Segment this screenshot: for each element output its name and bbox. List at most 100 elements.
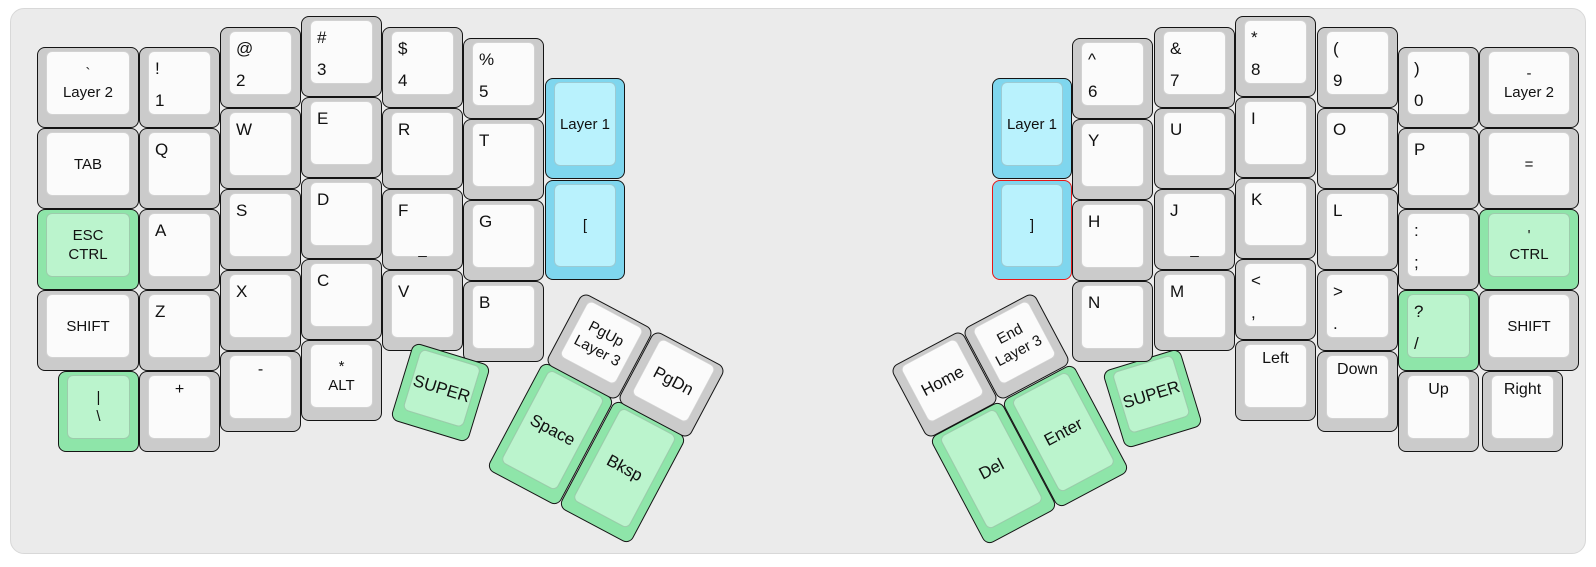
key-label-line: = bbox=[1524, 155, 1534, 173]
key-arrow-left[interactable]: Left bbox=[1235, 340, 1316, 421]
keycap-face: M bbox=[1163, 274, 1226, 338]
keycap-face: :; bbox=[1407, 213, 1470, 277]
key-rparen-0[interactable]: )0 bbox=[1398, 47, 1479, 128]
key-legend: M bbox=[1164, 275, 1225, 337]
key-h[interactable]: H bbox=[1072, 200, 1153, 281]
key-legend: J bbox=[1164, 194, 1225, 256]
key-colon-semicolon[interactable]: :; bbox=[1398, 209, 1479, 290]
key-a[interactable]: A bbox=[139, 209, 220, 290]
key-b[interactable]: B bbox=[463, 281, 544, 362]
key-legend: S bbox=[230, 194, 291, 256]
key-label-line: < bbox=[1251, 271, 1261, 290]
key-shift-right[interactable]: SHIFT bbox=[1479, 290, 1579, 371]
key-label-line: SHIFT bbox=[1507, 317, 1551, 335]
key-x[interactable]: X bbox=[220, 270, 301, 351]
key-arrow-right[interactable]: Right bbox=[1482, 371, 1563, 452]
keycap-face: Layer 1 bbox=[554, 82, 616, 166]
keycap-face: Layer 1 bbox=[1001, 82, 1063, 166]
key-excl-1[interactable]: !1 bbox=[139, 47, 220, 128]
key-lbracket[interactable]: [ bbox=[545, 180, 625, 280]
key-arrow-down[interactable]: Down bbox=[1317, 351, 1398, 432]
key-grave-layer2[interactable]: `Layer 2 bbox=[37, 47, 139, 128]
key-amp-7[interactable]: &7 bbox=[1154, 27, 1235, 108]
key-p[interactable]: P bbox=[1398, 128, 1479, 209]
key-legend: *ALT bbox=[311, 345, 372, 407]
key-gt-period[interactable]: >. bbox=[1317, 270, 1398, 351]
key-star-alt[interactable]: *ALT bbox=[301, 340, 382, 421]
key-r[interactable]: R bbox=[382, 108, 463, 189]
key-d[interactable]: D bbox=[301, 178, 382, 259]
key-dollar-4[interactable]: $4 bbox=[382, 27, 463, 108]
keycap-face: SHIFT bbox=[46, 294, 130, 358]
key-star-8[interactable]: *8 bbox=[1235, 16, 1316, 97]
key-legend: W bbox=[230, 113, 291, 175]
key-minus[interactable]: - bbox=[220, 351, 301, 432]
key-label-line: ] bbox=[1029, 217, 1035, 234]
key-caret-6[interactable]: ^6 bbox=[1072, 38, 1153, 119]
key-hash-3[interactable]: #3 bbox=[301, 16, 382, 97]
keycap-face: H bbox=[1081, 204, 1144, 268]
keycap-face: %5 bbox=[472, 42, 535, 106]
key-legend: &7 bbox=[1164, 32, 1225, 94]
key-equals[interactable]: = bbox=[1479, 128, 1579, 209]
keycap-face: C bbox=[310, 263, 373, 327]
key-label-line: C bbox=[317, 271, 330, 290]
key-pipe-backslash[interactable]: |\ bbox=[58, 371, 139, 452]
key-c[interactable]: C bbox=[301, 259, 382, 340]
key-f[interactable]: F_ bbox=[382, 189, 463, 270]
keycap-face: )0 bbox=[1407, 51, 1470, 115]
key-q[interactable]: Q bbox=[139, 128, 220, 209]
key-legend: X bbox=[230, 275, 291, 337]
key-plus[interactable]: + bbox=[139, 371, 220, 452]
key-at-2[interactable]: @2 bbox=[220, 27, 301, 108]
key-e[interactable]: E bbox=[301, 97, 382, 178]
key-t[interactable]: T bbox=[463, 119, 544, 200]
key-i[interactable]: I bbox=[1235, 97, 1316, 178]
key-g[interactable]: G bbox=[463, 200, 544, 281]
key-s[interactable]: S bbox=[220, 189, 301, 270]
key-layer1-left[interactable]: Layer 1 bbox=[545, 78, 625, 179]
keycap-face: ^6 bbox=[1081, 42, 1144, 106]
key-dash-layer2[interactable]: -Layer 2 bbox=[1479, 47, 1579, 128]
key-w[interactable]: W bbox=[220, 108, 301, 189]
key-lt-comma[interactable]: <, bbox=[1235, 259, 1316, 340]
keycap-face: R bbox=[391, 112, 454, 176]
key-legend: SHIFT bbox=[1489, 295, 1569, 357]
key-legend: ^6 bbox=[1082, 43, 1143, 105]
keycap-face: $4 bbox=[391, 31, 454, 95]
key-rbracket[interactable]: ] bbox=[992, 180, 1072, 280]
key-m[interactable]: M bbox=[1154, 270, 1235, 351]
key-u[interactable]: U bbox=[1154, 108, 1235, 189]
key-label-line: Q bbox=[155, 140, 169, 159]
key-v[interactable]: V bbox=[382, 270, 463, 351]
key-arrow-up[interactable]: Up bbox=[1398, 371, 1479, 452]
keycap-face: Down bbox=[1326, 355, 1389, 419]
key-y[interactable]: Y bbox=[1072, 119, 1153, 200]
homing-bar-indicator: _ bbox=[418, 241, 427, 258]
key-tab[interactable]: TAB bbox=[37, 128, 139, 209]
key-legend: E bbox=[311, 102, 372, 164]
key-j[interactable]: J_ bbox=[1154, 189, 1235, 270]
key-legend: #3 bbox=[311, 21, 372, 83]
key-quote-ctrl[interactable]: 'CTRL bbox=[1479, 209, 1579, 290]
key-layer1-right[interactable]: Layer 1 bbox=[992, 78, 1072, 179]
key-label-line: SUPER bbox=[1120, 376, 1182, 412]
key-shift-left[interactable]: SHIFT bbox=[37, 290, 139, 371]
keycap-face: A bbox=[148, 213, 211, 277]
key-lparen-9[interactable]: (9 bbox=[1317, 27, 1398, 108]
keycap-face: #3 bbox=[310, 20, 373, 84]
keycap-face: (9 bbox=[1326, 31, 1389, 95]
key-l[interactable]: L bbox=[1317, 189, 1398, 270]
key-label-line: ALT bbox=[328, 377, 355, 394]
keycap-face: Q bbox=[148, 132, 211, 196]
key-label-line: Layer 1 bbox=[559, 115, 611, 133]
key-o[interactable]: O bbox=[1317, 108, 1398, 189]
key-pct-5[interactable]: %5 bbox=[463, 38, 544, 119]
key-qmark-slash[interactable]: ?/ bbox=[1398, 290, 1479, 371]
key-n[interactable]: N bbox=[1072, 281, 1153, 362]
key-legend: -Layer 2 bbox=[1489, 52, 1569, 114]
key-k[interactable]: K bbox=[1235, 178, 1316, 259]
key-z[interactable]: Z bbox=[139, 290, 220, 371]
